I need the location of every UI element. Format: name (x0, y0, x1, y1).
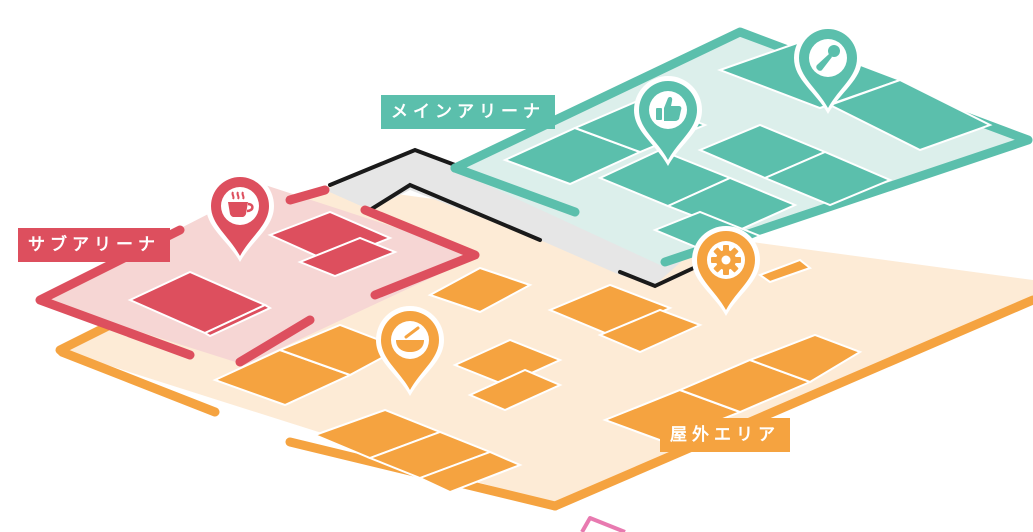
outdoor-area-label[interactable]: 屋外エリア (660, 418, 790, 452)
outdoor-area-stalls (212, 258, 863, 494)
outdoor-area-gear-pin[interactable] (686, 222, 766, 318)
food-bowl-icon (396, 326, 424, 352)
outdoor-area-food-bowl-pin[interactable] (370, 302, 450, 398)
sub-arena-stalls (127, 210, 398, 338)
sub-arena-coffee-pin[interactable] (200, 168, 280, 264)
coffee-cup-icon (228, 191, 254, 217)
main-arena-label[interactable]: メインアリーナ (381, 95, 555, 129)
corridor (325, 150, 700, 285)
thumbs-up-icon (656, 97, 682, 121)
main-arena-thumbs-up-pin[interactable] (628, 72, 708, 168)
pink-path-fragment (580, 516, 626, 532)
corridor-outline (328, 147, 702, 289)
sub-arena-label[interactable]: サブアリーナ (18, 228, 170, 262)
microphone-icon (816, 45, 840, 71)
main-arena-microphone-pin[interactable] (788, 20, 868, 116)
gear-icon (711, 245, 741, 275)
